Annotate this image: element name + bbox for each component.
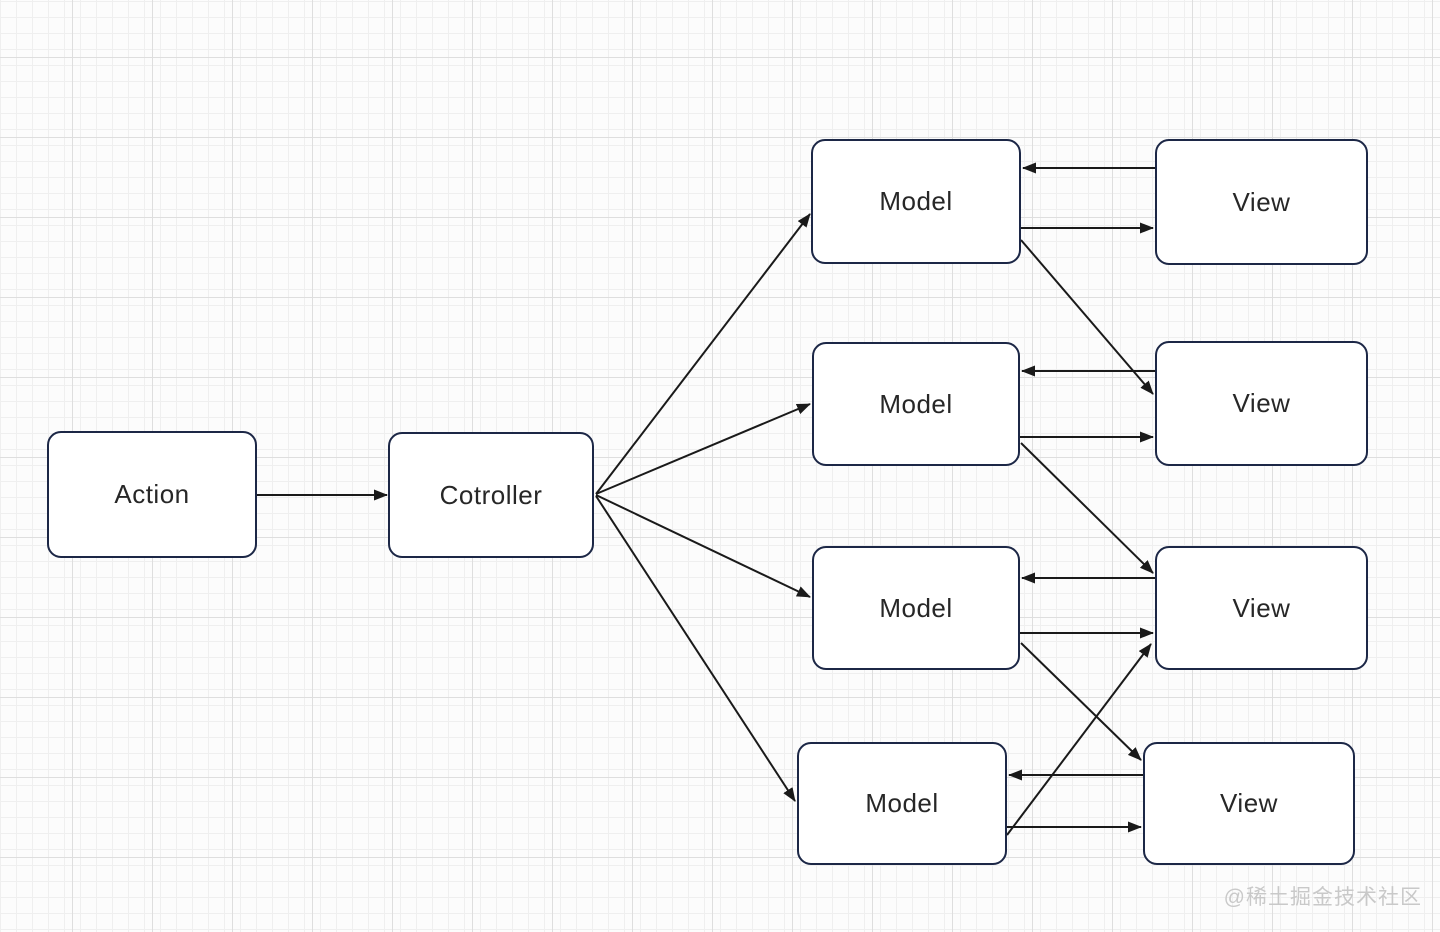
edge-model-3-to-view-4 — [1020, 642, 1142, 761]
node-label-view-3: View — [1232, 592, 1291, 623]
node-controller: Cotroller — [388, 432, 594, 558]
node-model-4: Model — [797, 742, 1007, 865]
node-action: Action — [47, 431, 257, 558]
edge-controller-to-model-4 — [595, 495, 796, 802]
watermark: @稀土掘金技术社区 — [1223, 886, 1422, 909]
node-label-controller: Cotroller — [439, 479, 543, 510]
node-view-4: View — [1143, 742, 1355, 865]
edge-controller-to-model-2 — [595, 403, 811, 495]
node-label-action: Action — [114, 479, 190, 509]
node-label-view-1: View — [1232, 186, 1291, 217]
node-label-model-1: Model — [879, 186, 953, 216]
node-label-model-2: Model — [879, 388, 953, 419]
node-label-view-4: View — [1220, 788, 1278, 818]
node-label-model-4: Model — [865, 788, 939, 818]
edge-model-2-to-view-3 — [1020, 442, 1154, 574]
edge-controller-to-model-1 — [595, 213, 811, 495]
node-view-3: View — [1155, 546, 1368, 670]
node-view-2: View — [1155, 341, 1368, 466]
edge-controller-to-model-3 — [595, 494, 811, 598]
node-label-model-3: Model — [879, 592, 953, 623]
edge-model-1-to-view-2 — [1020, 239, 1154, 395]
node-model-3: Model — [812, 546, 1020, 670]
edge-model-4-to-view-3 — [1006, 643, 1152, 836]
node-view-1: View — [1155, 139, 1368, 265]
node-model-2: Model — [812, 342, 1020, 466]
node-model-1: Model — [811, 139, 1021, 264]
node-label-view-2: View — [1232, 388, 1291, 418]
